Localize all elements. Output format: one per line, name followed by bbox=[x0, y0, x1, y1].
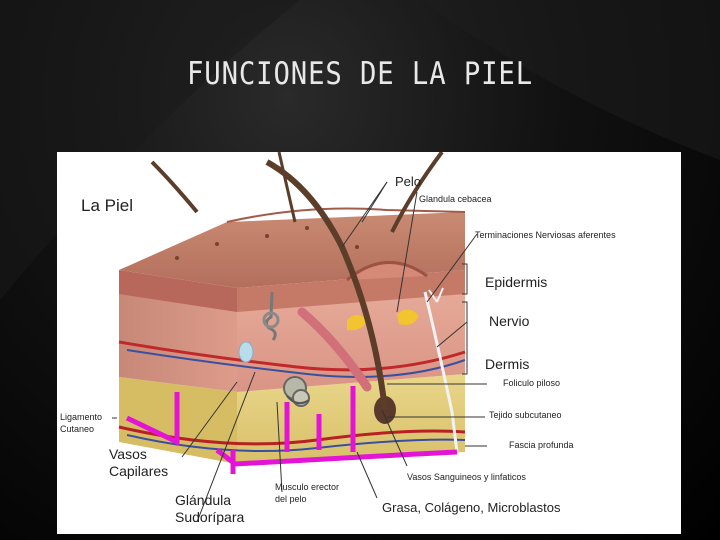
label-pelo: Pelo bbox=[395, 174, 421, 189]
label-glandula-line2: Sudorípara bbox=[175, 509, 244, 525]
label-ligamento-line2: Cutaneo bbox=[60, 424, 94, 434]
label-glandula-line1: Glándula bbox=[175, 492, 231, 508]
figure-heading: La Piel bbox=[81, 196, 133, 216]
label-musculo-line2: del pelo bbox=[275, 494, 307, 504]
label-glandula-sebacea: Glandula cebacea bbox=[419, 194, 492, 204]
label-foliculo: Foliculo piloso bbox=[503, 378, 560, 388]
label-fascia: Fascia profunda bbox=[509, 440, 574, 450]
skin-diagram: La Piel Pelo Glandula cebacea Terminacio… bbox=[57, 152, 681, 534]
label-musculo-line1: Musculo erector bbox=[275, 482, 339, 492]
label-dermis: Dermis bbox=[485, 356, 529, 372]
label-tejido: Tejido subcutaneo bbox=[489, 410, 562, 420]
label-vasos-line1: Vasos bbox=[109, 446, 147, 462]
label-vasos-sanguineos: Vasos Sanguineos y linfaticos bbox=[407, 472, 526, 482]
label-terminaciones: Terminaciones Nerviosas aferentes bbox=[475, 230, 616, 240]
label-vasos-line2: Capilares bbox=[109, 463, 168, 479]
slide-title: FUNCIONES DE LA PIEL bbox=[43, 56, 677, 92]
label-nervio: Nervio bbox=[489, 313, 529, 329]
label-grasa: Grasa, Colágeno, Microblastos bbox=[382, 500, 560, 515]
label-epidermis: Epidermis bbox=[485, 274, 547, 290]
label-ligamento-line1: Ligamento bbox=[60, 412, 102, 422]
